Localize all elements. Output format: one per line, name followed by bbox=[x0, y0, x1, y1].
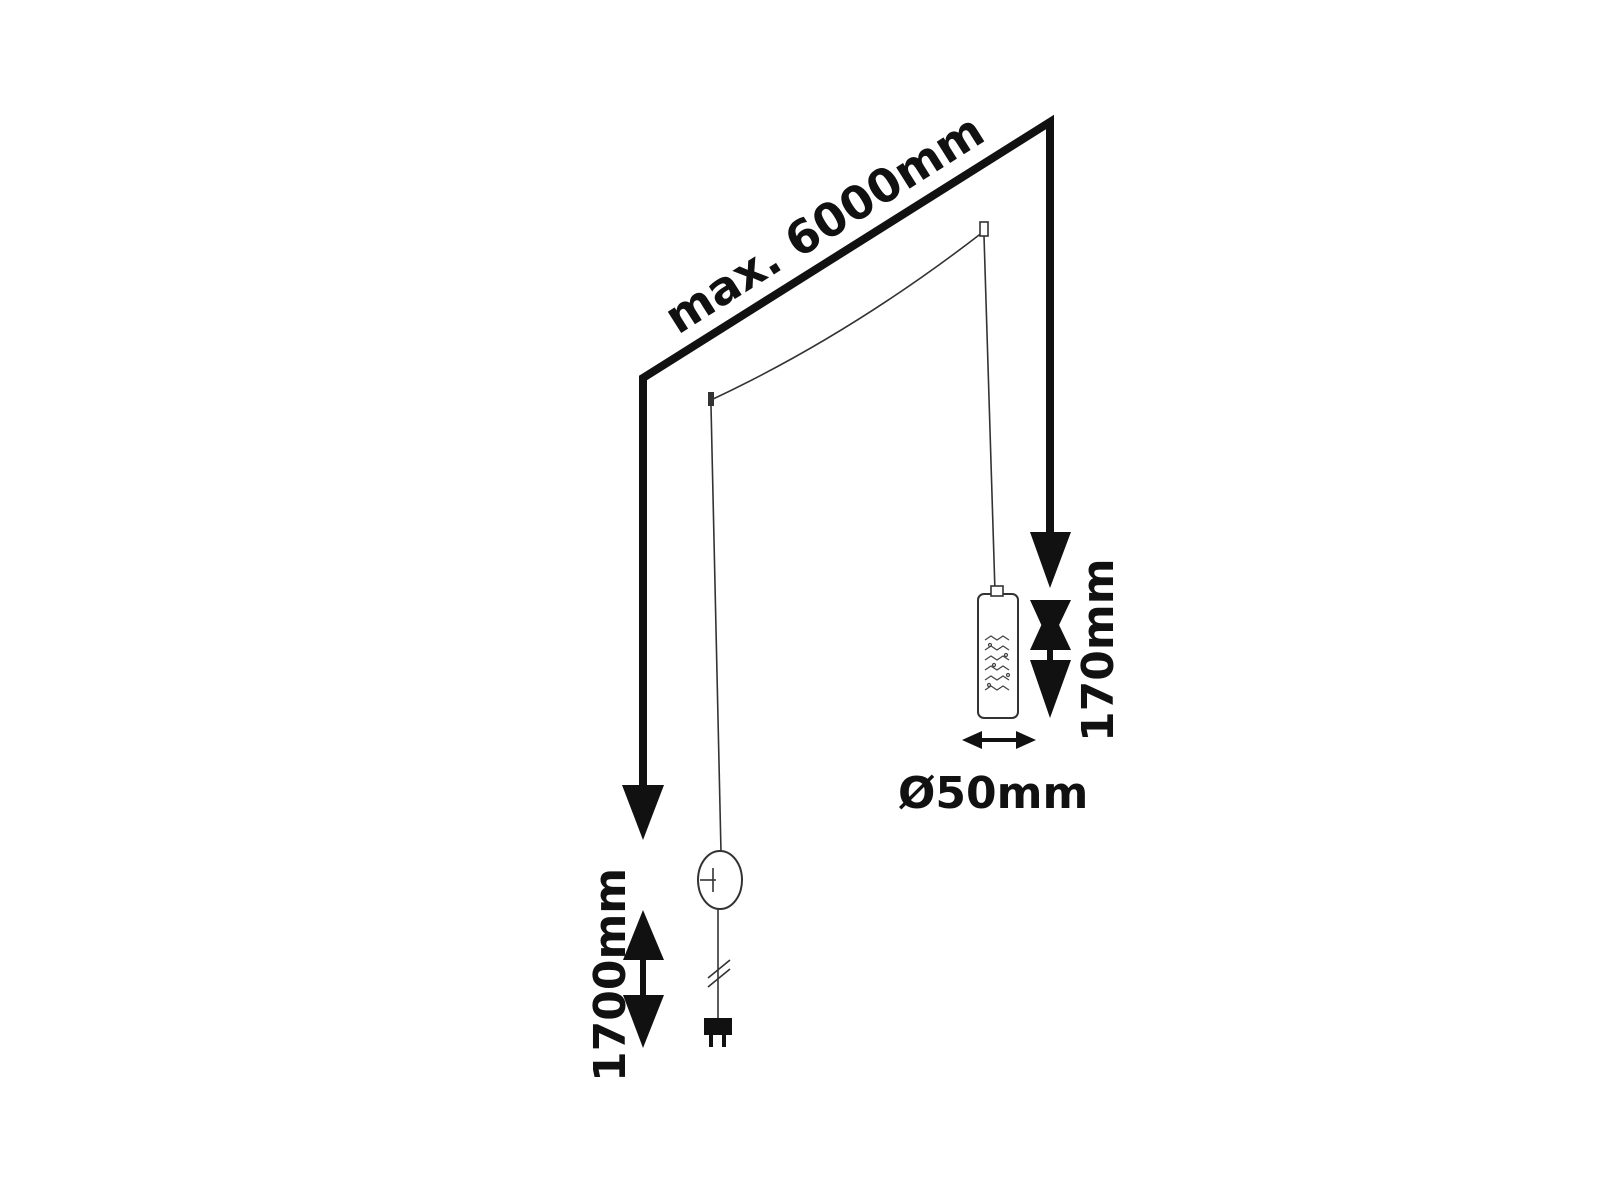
power-plug-prong-left bbox=[709, 1035, 713, 1047]
cable-length-dimension-arrows bbox=[623, 910, 664, 1048]
lamp-height-label: 170mm bbox=[1073, 558, 1124, 742]
cable-break-mark-2 bbox=[707, 968, 731, 988]
suspension-cable bbox=[710, 231, 984, 401]
inline-switch bbox=[697, 850, 743, 910]
lamp-height-dimension-arrows bbox=[1030, 600, 1071, 718]
power-plug-prong-right bbox=[722, 1035, 726, 1047]
max-length-label: max. 6000mm bbox=[655, 103, 993, 344]
left-vertical-cable bbox=[710, 405, 722, 853]
lamp-diameter-arrow bbox=[962, 731, 1036, 749]
right-ceiling-hook bbox=[979, 221, 989, 237]
right-vertical-cable bbox=[983, 235, 996, 593]
max-length-dimension-line bbox=[639, 114, 1054, 790]
max-length-right-arrowhead bbox=[1030, 532, 1071, 588]
left-ceiling-hook bbox=[708, 392, 714, 406]
pendant-lamp-pattern bbox=[984, 635, 1011, 691]
power-plug-icon bbox=[704, 1018, 732, 1035]
cable-break-mark-1 bbox=[707, 959, 731, 979]
lamp-diameter-label: Ø50mm bbox=[898, 768, 1088, 819]
pendant-lamp-body bbox=[977, 593, 1019, 719]
cable-length-label: 1700mm bbox=[585, 868, 636, 1082]
pendant-lamp-cap bbox=[990, 585, 1004, 597]
max-length-left-arrowhead bbox=[622, 785, 664, 840]
